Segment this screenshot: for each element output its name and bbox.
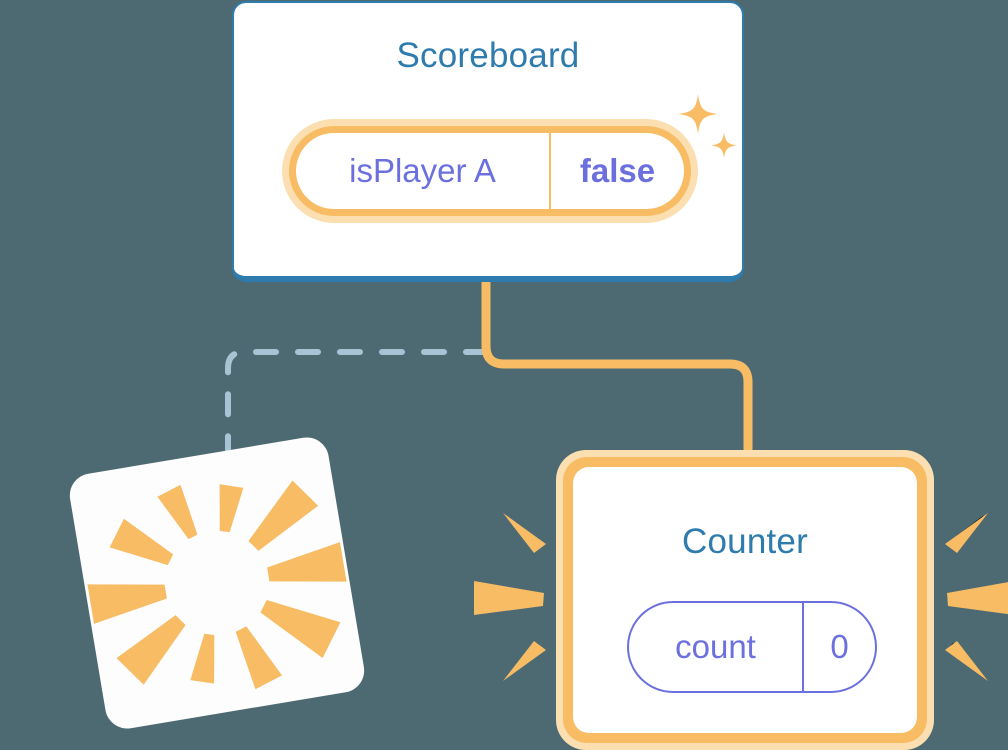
counter-state-pill[interactable]: count 0: [627, 601, 877, 693]
scoreboard-pill-ring: isPlayer A false: [289, 126, 691, 216]
counter-burst-left: [476, 515, 543, 678]
burst-ray: [87, 584, 167, 624]
counter-state-key: count: [675, 628, 756, 665]
counter-state-value: 0: [830, 628, 849, 665]
burst-ray: [190, 633, 215, 684]
pill-divider: [549, 133, 551, 209]
blank-card[interactable]: [66, 434, 368, 732]
burst-ray: [248, 480, 319, 551]
burst-ray: [506, 515, 543, 550]
burst-ray: [506, 643, 543, 678]
counter-title: Counter: [682, 522, 808, 561]
burst-ray: [235, 626, 283, 690]
burst-ray: [109, 518, 174, 566]
scoreboard-card[interactable]: Scoreboard isPlayer A false: [232, 1, 744, 282]
burst-rays-svg: [87, 480, 347, 690]
pill-divider: [802, 603, 804, 691]
sparkle-star-small-icon: [711, 132, 737, 158]
sparkle-group: [678, 94, 737, 158]
sparkle-star-large-icon: [678, 94, 718, 134]
connector-scoreboard-to-counter: [481, 277, 753, 475]
burst-ray: [267, 542, 347, 582]
burst-ray: [219, 484, 244, 533]
burst-ray: [476, 583, 540, 613]
counter-card-ring: Counter count 0: [563, 457, 927, 743]
burst-ray: [947, 643, 984, 678]
counter-burst-right: [947, 515, 1008, 678]
scoreboard-pill-face: isPlayer A false: [296, 133, 684, 209]
burst-ray: [947, 515, 984, 550]
counter-card-face: Counter count 0: [573, 467, 917, 733]
scoreboard-state-key: isPlayer A: [349, 152, 496, 189]
scoreboard-title: Scoreboard: [396, 36, 580, 75]
burst-ray: [950, 583, 1008, 613]
scoreboard-state-pill[interactable]: isPlayer A false: [282, 119, 698, 223]
burst-ray: [116, 615, 186, 685]
burst-ray: [260, 599, 341, 659]
blank-card-burst: [67, 434, 368, 732]
scoreboard-state-value: false: [579, 152, 656, 189]
burst-ray: [157, 484, 198, 540]
counter-card[interactable]: Counter count 0: [556, 450, 934, 750]
